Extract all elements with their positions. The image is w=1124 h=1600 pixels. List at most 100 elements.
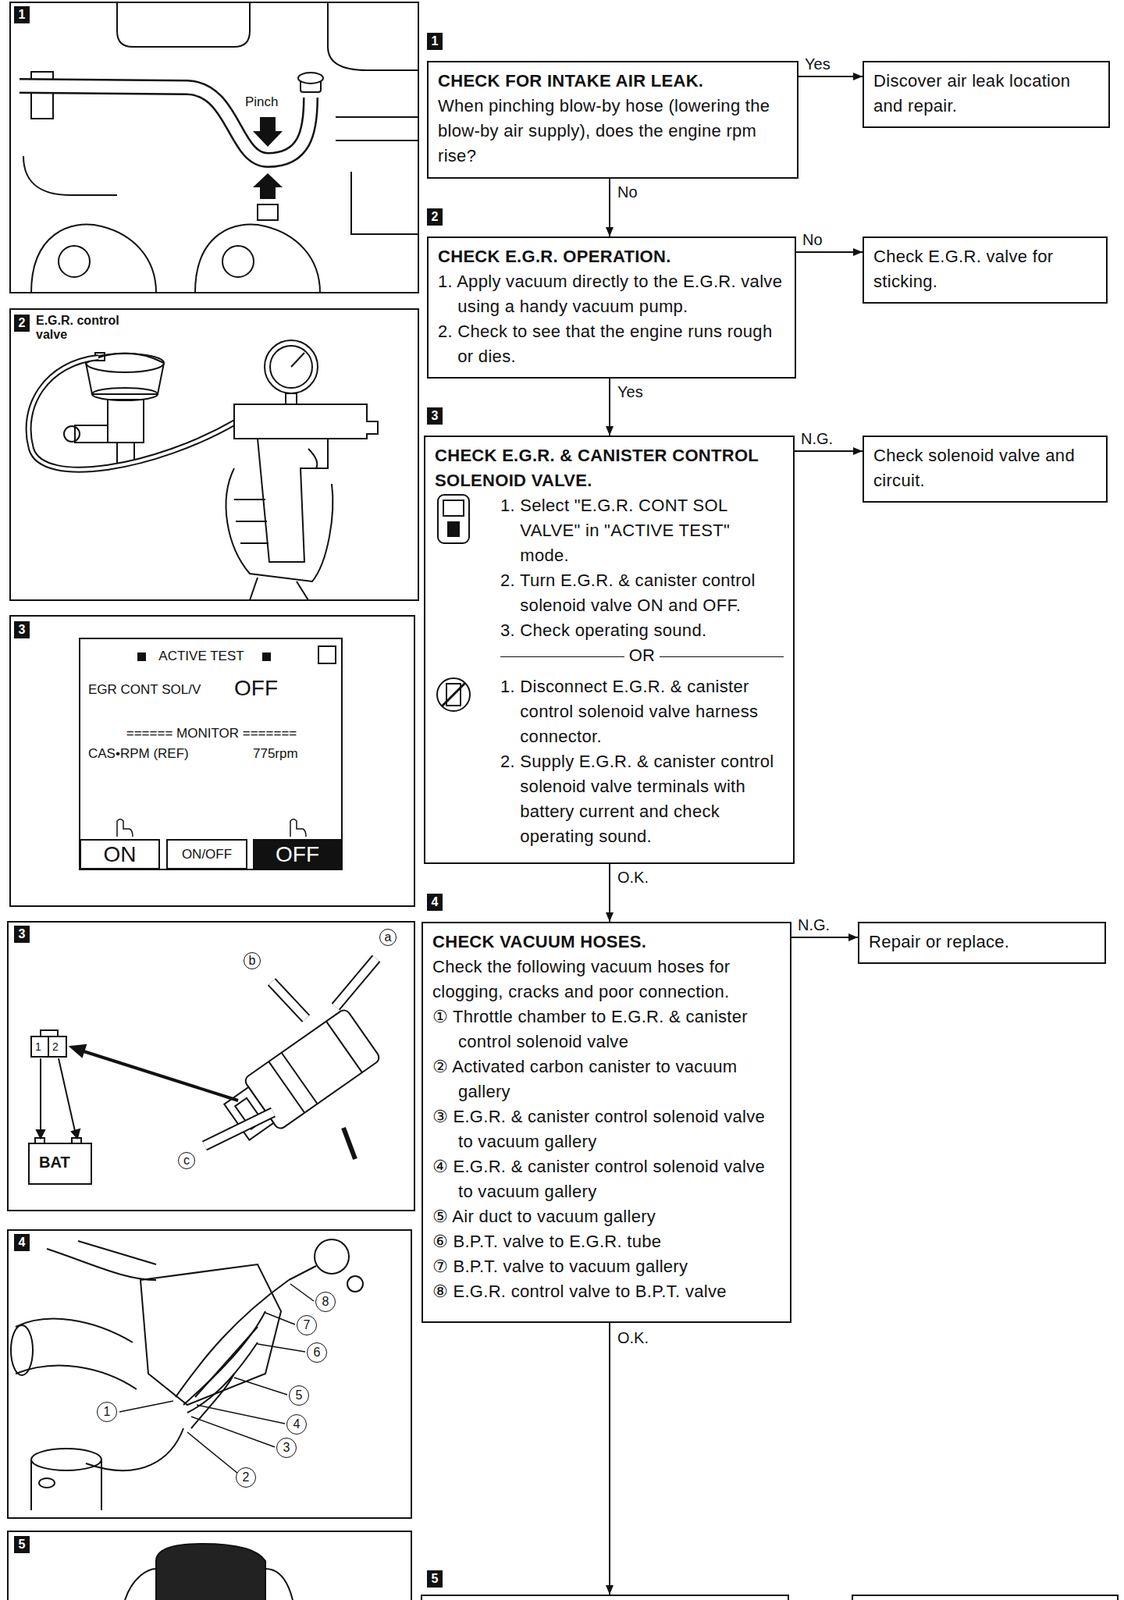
solenoid-valve-figure-part (343, 1127, 356, 1160)
port-letter: a (379, 928, 397, 947)
action-box: Discover air leak location and repair. (862, 60, 1110, 129)
vacuum-hose-figure-part (140, 1264, 281, 1405)
step-text: Check E.G.R. valve for sticking. (873, 244, 1097, 295)
vacuum-pump-figure-part (234, 499, 269, 544)
solenoid-valve-figure-part (71, 1129, 80, 1139)
screen-divider: ====== MONITOR ======= (80, 725, 343, 742)
solenoid-valve-figure (28, 958, 381, 1185)
panel-number: 3 (14, 621, 30, 639)
step-instruction: 2. Supply E.G.R. & canister control sole… (500, 749, 784, 850)
vacuum-hose-figure-part (347, 1276, 363, 1292)
step-heading: CHECK VACUUM HOSES. (432, 929, 781, 955)
consult-screen-part (137, 652, 146, 662)
flow-arrow (608, 178, 611, 237)
action-label: Pinch (245, 94, 279, 111)
callout-number: 4 (286, 1414, 307, 1435)
screen-title: ACTIVE TEST (146, 648, 257, 665)
icon-part (443, 500, 464, 516)
callout-number: 7 (296, 1315, 317, 1336)
solenoid-valve-figure-part (28, 1143, 92, 1185)
icon-part (437, 494, 470, 544)
vacuum-pump-figure-part (285, 393, 297, 405)
flow-arrow (608, 864, 611, 922)
step-heading: CHECK FOR INTAKE AIR LEAK. (437, 68, 788, 94)
panel-number: 1 (14, 6, 30, 24)
continuation-arrow (608, 1323, 611, 1595)
blow-by-hose-figure-part (19, 85, 311, 161)
icon-part (437, 678, 470, 712)
vacuum-pump-figure-part (28, 357, 237, 470)
blow-by-hose-figure-part (257, 204, 278, 221)
solenoid-valve-figure-part (31, 1036, 67, 1057)
step-instruction: 2. Turn E.G.R. & canister control soleno… (500, 568, 784, 619)
blow-by-hose-figure-part (335, 117, 419, 141)
screen-button: OFF (252, 839, 342, 870)
screen-value: OFF (234, 675, 278, 701)
step-number: 1 (426, 32, 443, 50)
next-step-box (421, 1595, 1118, 1600)
hose-item: ① Throttle chamber to E.G.R. & canister … (432, 1004, 781, 1055)
solenoid-valve-figure-part (204, 1112, 274, 1146)
edge-label: No (800, 231, 825, 249)
step-heading: CHECK E.G.R. OPERATION. (437, 244, 786, 270)
hose-item: ⑥ B.P.T. valve to E.G.R. tube (432, 1229, 781, 1255)
panel-frames-part (7, 921, 415, 1211)
vacuum-pump-figure-part (92, 387, 158, 401)
solenoid-valve-figure-part (36, 1130, 45, 1139)
part-label: E.G.R. control valve (35, 313, 134, 343)
consult-screen-part (117, 819, 133, 838)
panel-number: 2 (14, 314, 30, 332)
screen-button: ON/OFF (166, 839, 248, 870)
vacuum-pump-figure-part (64, 426, 80, 442)
consult-screen (79, 638, 342, 870)
panel-frames-part (10, 309, 419, 601)
flow-arrow (796, 251, 863, 253)
solenoid-valve-figure-part (271, 981, 306, 1019)
solenoid-valve-figure-part (335, 958, 377, 1007)
vacuum-hose-figure-part (195, 1326, 258, 1398)
next-step-box-part (421, 1595, 789, 1600)
solenoid-valve-figure-part (204, 1112, 274, 1146)
hose-item: ③ E.G.R. & canister control solenoid val… (432, 1104, 781, 1155)
step-number: 5 (426, 1570, 443, 1588)
vacuum-hose-figure-part (10, 1325, 33, 1376)
vacuum-hose-figure-part (31, 1448, 102, 1471)
vacuum-hose-figure-part (119, 1284, 314, 1474)
panel-frames-part (10, 2, 419, 293)
partial-figure-part (265, 1568, 293, 1600)
consult-screen-part (318, 646, 336, 664)
vacuum-pump-figure-part (308, 448, 317, 469)
solenoid-valve-figure-part (35, 1138, 45, 1144)
consult-icon (436, 493, 471, 545)
vacuum-hose-figure-part (175, 1280, 289, 1398)
blow-by-hose-figure-part (351, 171, 419, 235)
partial-figure-part (156, 1543, 266, 1600)
blow-by-hose-figure-part (327, 2, 419, 71)
panel-frames-part (10, 615, 415, 907)
vacuum-hose-figure-part (31, 1459, 102, 1511)
hose-item: ② Activated carbon canister to vacuum ga… (432, 1054, 781, 1105)
consult-screen-part (290, 819, 306, 838)
step-text: Discover air leak location and repair. (873, 68, 1100, 119)
vacuum-hose-figure-part (288, 1266, 317, 1281)
hose-item: ④ E.G.R. & canister control solenoid val… (432, 1154, 781, 1205)
step-heading: CHECK E.G.R. & CANISTER CONTROL SOLENOID… (434, 443, 784, 494)
vacuum-hose-figure-part (39, 1478, 55, 1488)
solenoid-valve-figure-part (47, 1036, 50, 1057)
vacuum-hose-figure-part (314, 1239, 349, 1274)
vacuum-hose-figure-part (183, 1311, 266, 1405)
blow-by-hose-figure-part (252, 117, 283, 147)
edge-label: O.K. (615, 868, 651, 886)
flow-arrow (794, 450, 863, 452)
panel-number: 4 (14, 1234, 30, 1252)
icon-part (441, 682, 466, 707)
check-box: CHECK E.G.R. OPERATION.1. Apply vacuum d… (426, 236, 797, 379)
blow-by-hose-figure-part (58, 245, 90, 278)
step-number: 3 (426, 407, 443, 425)
vacuum-hose-figure-part (78, 1241, 157, 1265)
blow-by-hose-figure-part (31, 224, 157, 293)
blow-by-hose-figure-part (23, 156, 118, 196)
vacuum-hose-figure (10, 1239, 363, 1511)
flow-arrow (798, 75, 863, 78)
vacuum-pump-figure-part (234, 404, 378, 439)
